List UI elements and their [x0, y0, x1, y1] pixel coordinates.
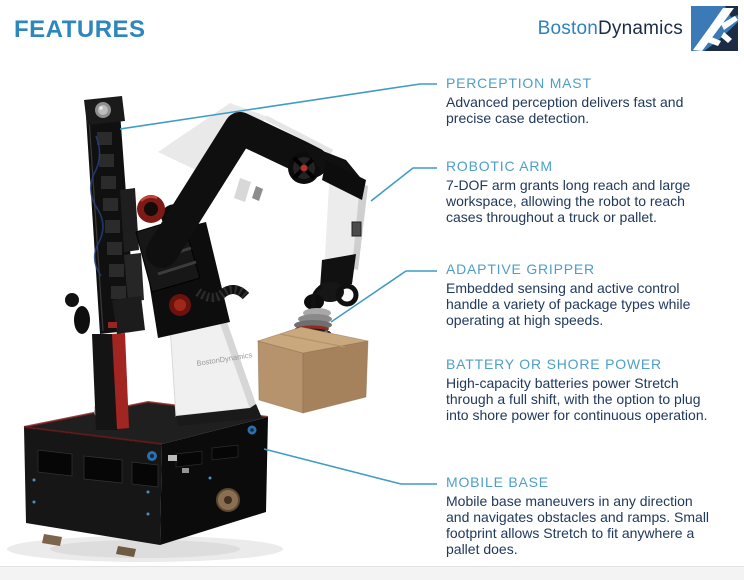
feature-description-robotic-arm: 7-DOF arm grants long reach and large wo…: [446, 177, 691, 225]
feature-block-mobile-base: MOBILE BASE Mobile base maneuvers in any…: [446, 474, 716, 557]
feature-block-perception-mast: PERCEPTION MAST Advanced perception deli…: [446, 75, 716, 126]
robot-body-panel: BostonDynamics: [94, 287, 262, 426]
feature-description-battery-or-shore-power: High-capacity batteries power Stretch th…: [446, 375, 708, 423]
feature-block-battery-or-shore-power: BATTERY OR SHORE POWER High-capacity bat…: [446, 356, 716, 423]
feature-title-adaptive-gripper: ADAPTIVE GRIPPER: [446, 261, 595, 277]
shoulder-lamp-red: [169, 294, 191, 316]
feature-title-mobile-base: MOBILE BASE: [446, 474, 549, 490]
callout-line-mobile-base: [263, 448, 437, 485]
brand-wordmark-secondary: Dynamics: [597, 17, 683, 39]
callout-line-adaptive-gripper: [330, 270, 437, 323]
feature-description-adaptive-gripper: Embedded sensing and active control hand…: [446, 280, 691, 328]
robot-gripper: [289, 282, 359, 338]
callout-lines: [119, 83, 437, 485]
arm-wheel-joint: [288, 152, 320, 184]
robot-panel-label: BostonDynamics: [196, 350, 253, 368]
feature-block-adaptive-gripper: ADAPTIVE GRIPPER Embedded sensing and ac…: [446, 261, 716, 328]
callout-line-robotic-arm: [370, 167, 437, 202]
callout-line-perception-mast: [119, 83, 437, 130]
shoulder-joint-red-ring: [137, 195, 165, 223]
feature-block-robotic-arm: ROBOTIC ARM 7-DOF arm grants long reach …: [446, 158, 716, 225]
feature-description-perception-mast: Advanced perception delivers fast and pr…: [446, 94, 684, 126]
feature-title-robotic-arm: ROBOTIC ARM: [446, 158, 553, 174]
feature-title-perception-mast: PERCEPTION MAST: [446, 75, 592, 91]
robot-shadow: [7, 536, 283, 562]
feature-title-battery-or-shore-power: BATTERY OR SHORE POWER: [446, 356, 662, 372]
mast-camera-icon: [84, 96, 125, 125]
robot-mobile-base: [23, 400, 269, 557]
brand-wordmark-primary: Boston: [537, 17, 598, 39]
footer-strip: [0, 566, 744, 580]
cardboard-box: [256, 326, 369, 414]
boston-dynamics-logo-icon: [691, 6, 738, 51]
robot-perception-mast: [65, 96, 145, 430]
page-title: FEATURES: [14, 16, 146, 43]
robot-shoulder: [135, 195, 250, 338]
robot-arm: [146, 103, 368, 288]
feature-description-mobile-base: Mobile base maneuvers in any direction a…: [446, 493, 710, 557]
